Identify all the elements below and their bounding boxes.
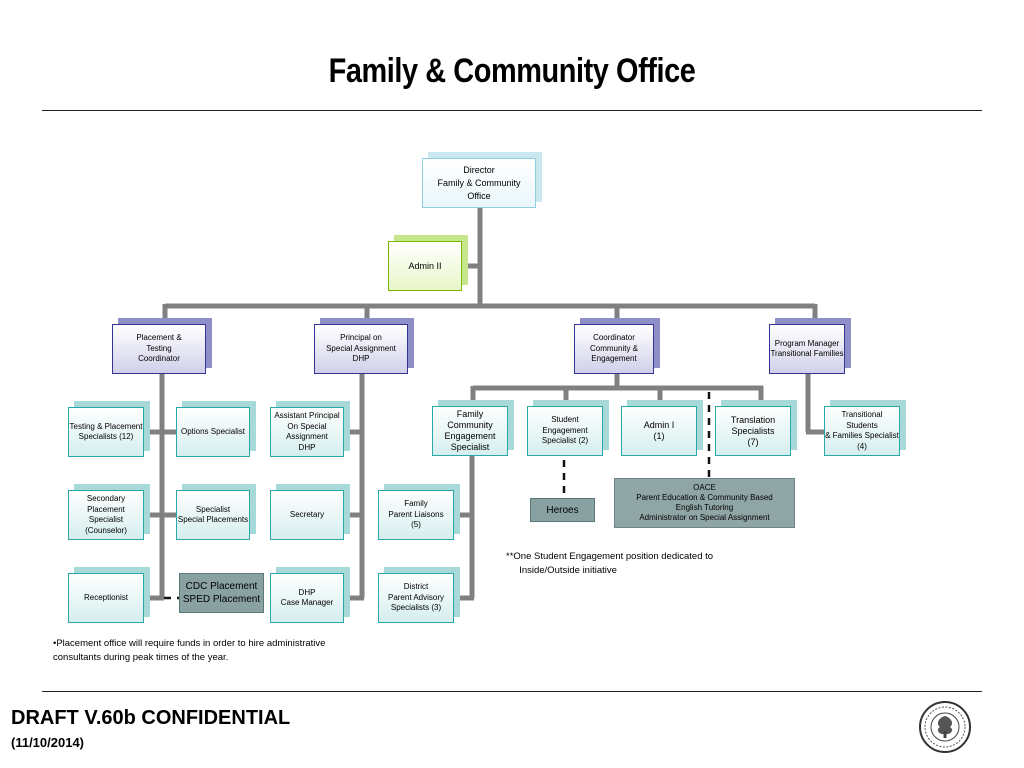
admin-i-box: Admin I (1) <box>621 406 697 456</box>
heroes-box: Heroes <box>530 498 595 522</box>
dhp-case-manager-box: DHP Case Manager <box>270 573 344 623</box>
placement-funds-note: •Placement office will require funds in … <box>53 638 326 663</box>
placement-coordinator-box: Placement & Testing Coordinator <box>112 324 206 374</box>
director-box: Director Family & Community Office <box>422 158 536 208</box>
draft-date: (11/10/2014) <box>11 735 85 750</box>
student-engagement-note: **One Student Engagement position dedica… <box>506 551 714 576</box>
options-specialist-box: Options Specialist <box>176 407 250 457</box>
assistant-principal-box: Assistant Principal On Special Assignmen… <box>270 407 344 457</box>
secondary-specialist-box: Secondary Placement Specialist (Counselo… <box>68 490 144 540</box>
family-community-specialist-box: Family Community Engagement Specialist <box>432 406 508 456</box>
secretary-box: Secretary <box>270 490 344 540</box>
header-divider <box>42 110 982 111</box>
district-seal-icon <box>919 701 971 753</box>
oace-box: OACE Parent Education & Community Based … <box>614 478 795 528</box>
page-title: Family & Community Office <box>328 52 696 90</box>
student-engagement-specialist-box: Student Engagement Specialist (2) <box>527 406 603 456</box>
program-manager-box: Program Manager Transitional Families <box>769 324 845 374</box>
admin-ii-box: Admin II <box>388 241 462 291</box>
coordinator-community-box: Coordinator Community & Engagement <box>574 324 654 374</box>
receptionist-box: Receptionist <box>68 573 144 623</box>
principal-special-assignment-box: Principal on Special Assignment DHP <box>314 324 408 374</box>
parent-advisory-box: District Parent Advisory Specialists (3) <box>378 573 454 623</box>
testing-specialists-box: Testing & Placement Specialists (12) <box>68 407 144 457</box>
translation-specialists-box: Translation Specialists (7) <box>715 406 791 456</box>
transitional-specialist-box: Transitional Students & Families Special… <box>824 406 900 456</box>
parent-liaisons-box: Family Parent Liaisons (5) <box>378 490 454 540</box>
footer-divider <box>42 691 982 692</box>
draft-label: DRAFT V.60b CONFIDENTIAL <box>11 707 291 729</box>
specialist-placements-box: Specialist Special Placements <box>176 490 250 540</box>
cdc-sped-placement-box: CDC Placement SPED Placement <box>179 573 264 613</box>
